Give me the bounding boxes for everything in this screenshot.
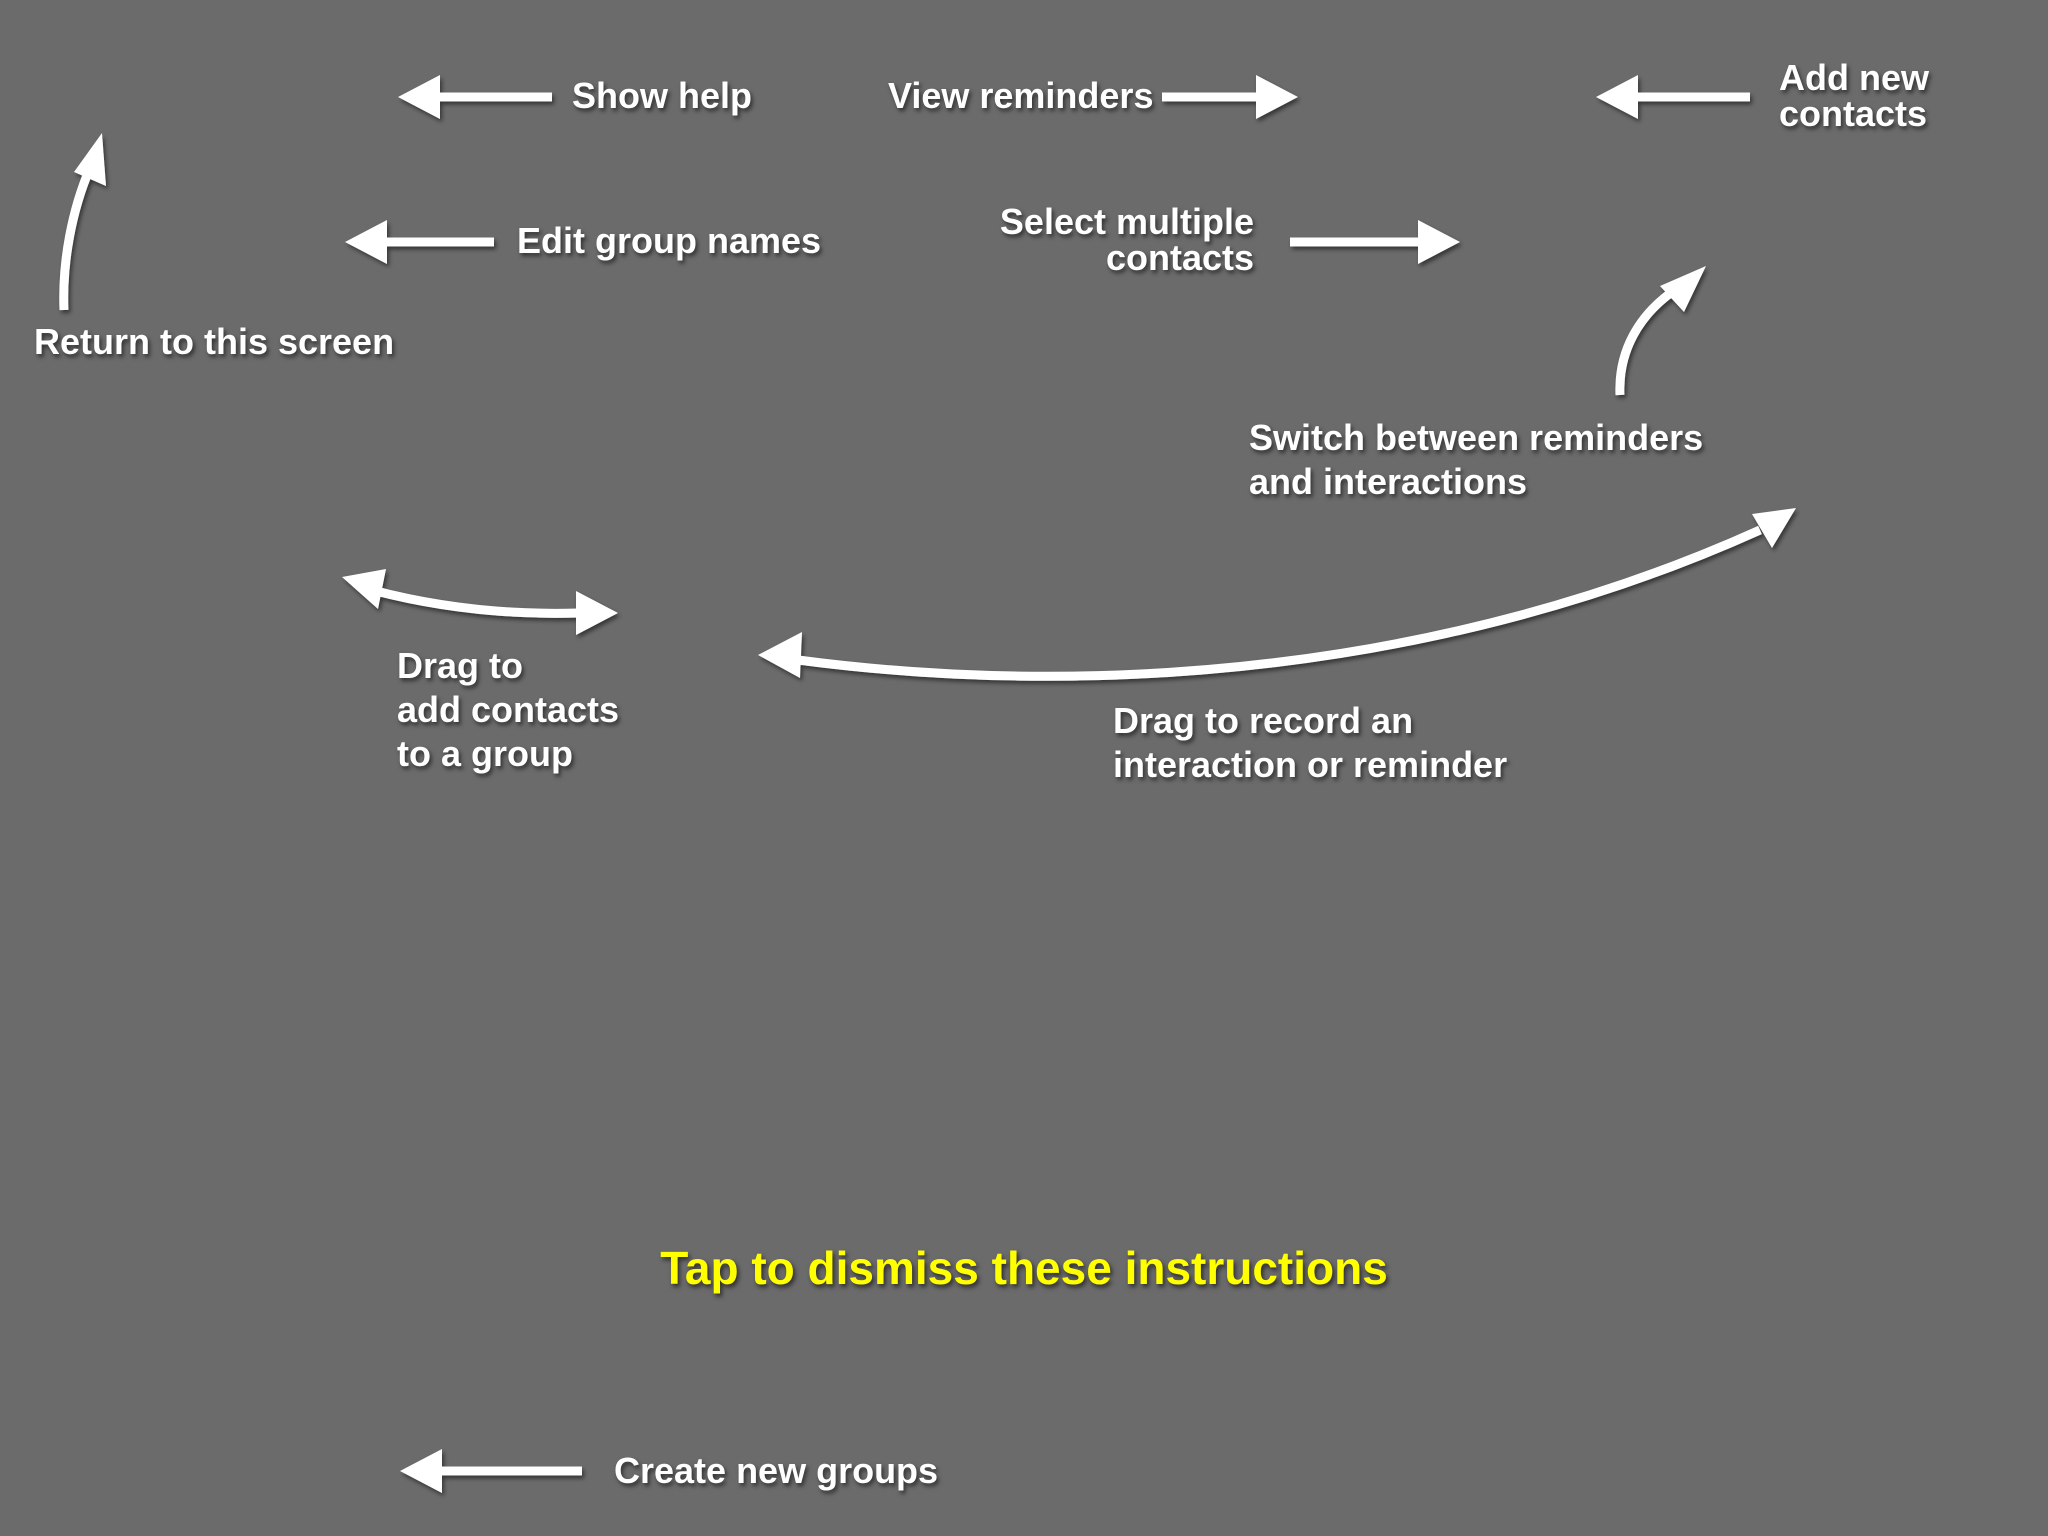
drag-group-line1: Drag to (397, 645, 523, 686)
drag-group-double-arrow-icon (342, 569, 618, 635)
switch-arrow-icon (1615, 266, 1706, 396)
drag-group-line3: to a group (397, 733, 573, 774)
show-help-arrow-icon (398, 75, 552, 119)
edit-group-names-label: Edit group names (517, 220, 822, 261)
switch-label: Switch between reminders and interaction… (1249, 416, 1703, 504)
edit-groups-arrow-icon (345, 220, 494, 264)
create-groups-arrow-icon (400, 1449, 582, 1493)
add-contacts-arrow-icon (1596, 75, 1750, 119)
add-new-contacts-line1: Add new (1779, 57, 1929, 98)
drag-to-group-label: Drag to add contacts to a group (397, 644, 619, 776)
select-multiple-arrow-icon (1290, 220, 1460, 264)
return-arrow-icon (59, 133, 106, 311)
drag-to-record-label: Drag to record an interaction or reminde… (1113, 699, 1507, 787)
select-multiple-label: Select multiple contacts (1000, 200, 1254, 280)
return-to-screen-label: Return to this screen (34, 321, 395, 362)
drag-record-double-arrow-icon (758, 508, 1796, 681)
add-new-contacts-label: Add new contacts (1779, 56, 1929, 136)
show-help-label: Show help (572, 75, 752, 116)
drag-record-line2: interaction or reminder (1113, 744, 1508, 785)
drag-group-line2: add contacts (397, 689, 620, 730)
dismiss-instructions-button[interactable]: Tap to dismiss these instructions (660, 1242, 1388, 1294)
add-new-contacts-line2: contacts (1779, 93, 1928, 134)
view-reminders-arrow-icon (1162, 75, 1298, 119)
select-multiple-line1: Select multiple (999, 201, 1254, 242)
create-new-groups-label: Create new groups (614, 1450, 939, 1491)
select-multiple-line2: contacts (1105, 237, 1254, 278)
switch-line1: Switch between reminders (1249, 417, 1704, 458)
view-reminders-label: View reminders (888, 75, 1154, 116)
switch-line2: and interactions (1249, 461, 1528, 502)
drag-record-line1: Drag to record an (1113, 700, 1414, 741)
